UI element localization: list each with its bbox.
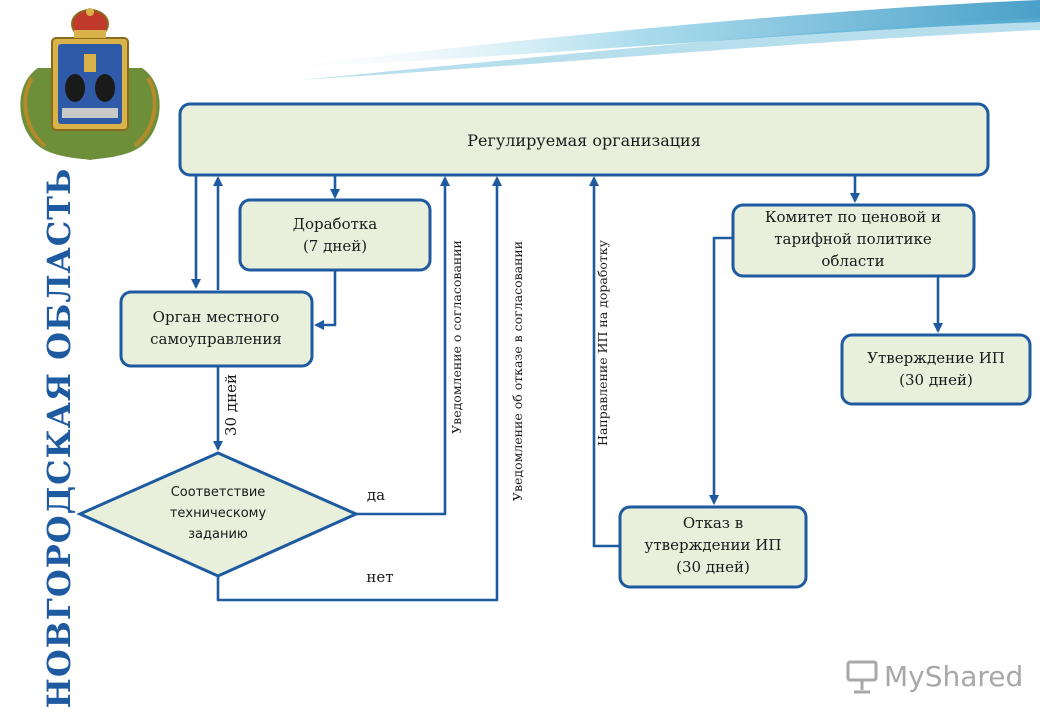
node-regulated-organization: Регулируемая организация (178, 102, 990, 177)
node-committee-label-line3: области (821, 252, 884, 270)
node-approval: Утверждение ИП (30 дней) (840, 333, 1032, 406)
node-compliance-label-line1: Соответствие (171, 485, 266, 500)
node-compliance-decision: Соответствие техническому заданию (76, 451, 360, 578)
presentation-icon (846, 660, 878, 694)
node-revision-label-line1: Доработка (293, 215, 378, 233)
node-compliance-label-line3: заданию (188, 527, 248, 542)
label-notify-refusal: Уведомление об отказе в согласовании (510, 241, 525, 501)
node-refusal-label-line3: (30 дней) (676, 558, 750, 576)
node-approval-label-line1: Утверждение ИП (867, 349, 1005, 367)
connectors (191, 175, 943, 602)
label-30-days: 30 дней (222, 374, 240, 436)
node-committee: Комитет по ценовой и тарифной политике о… (731, 203, 976, 278)
node-approval-label-line2: (30 дней) (899, 371, 973, 389)
label-notify-approval: Уведомление о согласовании (449, 240, 464, 434)
node-compliance-label-line2: техническому (170, 506, 267, 521)
node-refusal: Отказ в утверждении ИП (30 дней) (618, 505, 808, 589)
node-refusal-label-line1: Отказ в (683, 514, 743, 532)
node-local-government-label-line2: самоуправления (150, 330, 282, 348)
watermark-logo: MyShared (846, 660, 1023, 694)
decorative-swoosh (250, 0, 1040, 80)
coat-of-arms-emblem (20, 8, 160, 160)
node-revision-label-line2: (7 дней) (303, 237, 367, 255)
node-committee-label-line1: Комитет по ценовой и (765, 208, 941, 226)
watermark-text: MyShared (884, 660, 1023, 693)
label-send-revision: Направление ИП на доработку (595, 239, 610, 446)
node-local-government: Орган местного самоуправления (119, 290, 314, 368)
node-local-government-label-line1: Орган местного (153, 308, 280, 326)
label-yes: да (367, 486, 385, 504)
node-refusal-label-line2: утверждении ИП (645, 536, 782, 554)
node-revision: Доработка (7 дней) (238, 198, 432, 272)
node-committee-label-line2: тарифной политике (774, 230, 932, 248)
node-regulated-organization-label: Регулируемая организация (467, 131, 701, 150)
region-title: НОВГОРОДСКАЯ ОБЛАСТЬ (40, 168, 78, 709)
label-no: нет (366, 568, 393, 586)
